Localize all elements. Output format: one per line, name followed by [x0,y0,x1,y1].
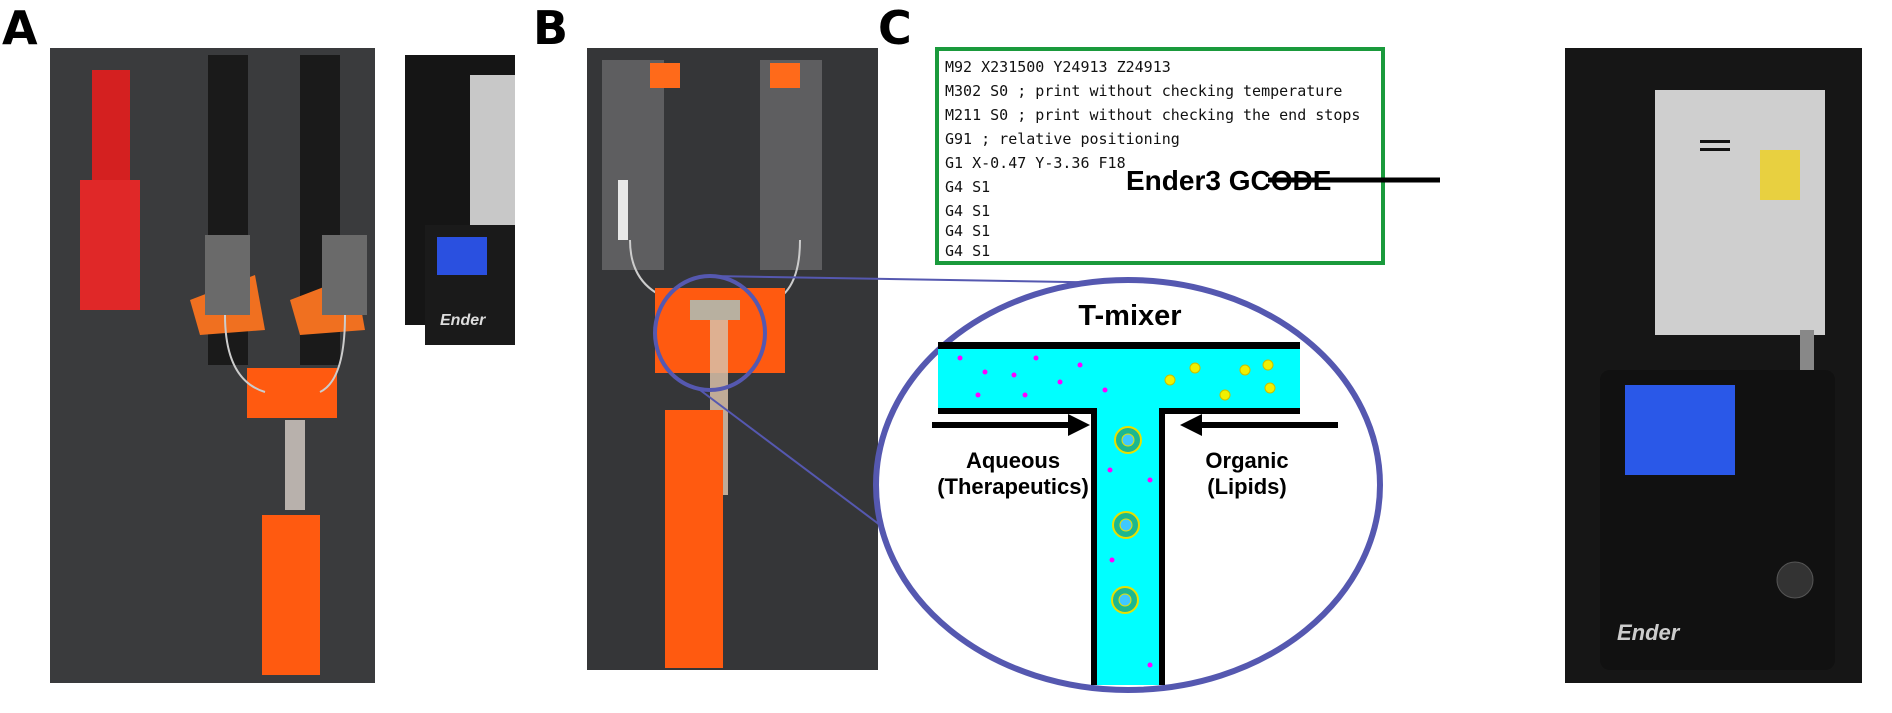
drug-particle [1022,392,1028,398]
photo-c-printer: Ender [1565,48,1862,683]
organic-sublabel: (Lipids) [1207,474,1286,499]
drug-particle [1147,477,1153,483]
gcode-lines: M92 X231500 Y24913 Z24913 M302 S0 ; prin… [945,58,1360,260]
gcode-line: G1 X-0.47 Y-3.36 F18 [945,154,1126,172]
photo-a-syringe-pumps [50,48,375,683]
tmixer-particles [957,355,1153,668]
drug-particle [975,392,981,398]
drug-particle [957,355,963,361]
ender-logo: Ender [1617,620,1681,645]
drug-particle [1102,387,1108,393]
gcode-line: G91 ; relative positioning [945,130,1180,148]
lipid-nanoparticles [1111,426,1142,614]
gcode-line: G4 S1 [945,202,990,220]
drug-particle [1109,557,1115,563]
gcode-line: M211 S0 ; print without checking the end… [945,106,1360,124]
organic-label: Organic [1205,448,1288,473]
drug-particle [1107,467,1113,473]
gcode-line: G4 S1 [945,222,990,240]
zoom-line-top [709,275,1129,284]
drug-particle [1033,355,1039,361]
panel-label-c: C [878,1,912,55]
panel-label-a: A [2,1,38,55]
ender-logo-a: Ender [440,312,486,329]
gcode-line: G4 S1 [945,178,990,196]
tmixer-channel [938,342,1300,685]
aqueous-sublabel: (Therapeutics) [937,474,1089,499]
tmixer-title: T-mixer [1078,300,1181,332]
gcode-box [935,47,1385,265]
gcode-line: M92 X231500 Y24913 Z24913 [945,58,1171,76]
photo-b-mixer-setup [587,48,878,670]
photo-a-printer-controller: Ender [405,55,515,345]
gcode-line: G4 S1 [945,242,990,260]
gcode-line: M302 S0 ; print without checking tempera… [945,82,1342,100]
panel-label-b: B [533,1,568,55]
lipid-molecules [1164,359,1276,401]
aqueous-label: Aqueous [966,448,1060,473]
drug-particle [1147,662,1153,668]
drug-particle [1077,362,1083,368]
drug-particle [982,369,988,375]
drug-particle [1011,372,1017,378]
drug-particle [1057,379,1063,385]
